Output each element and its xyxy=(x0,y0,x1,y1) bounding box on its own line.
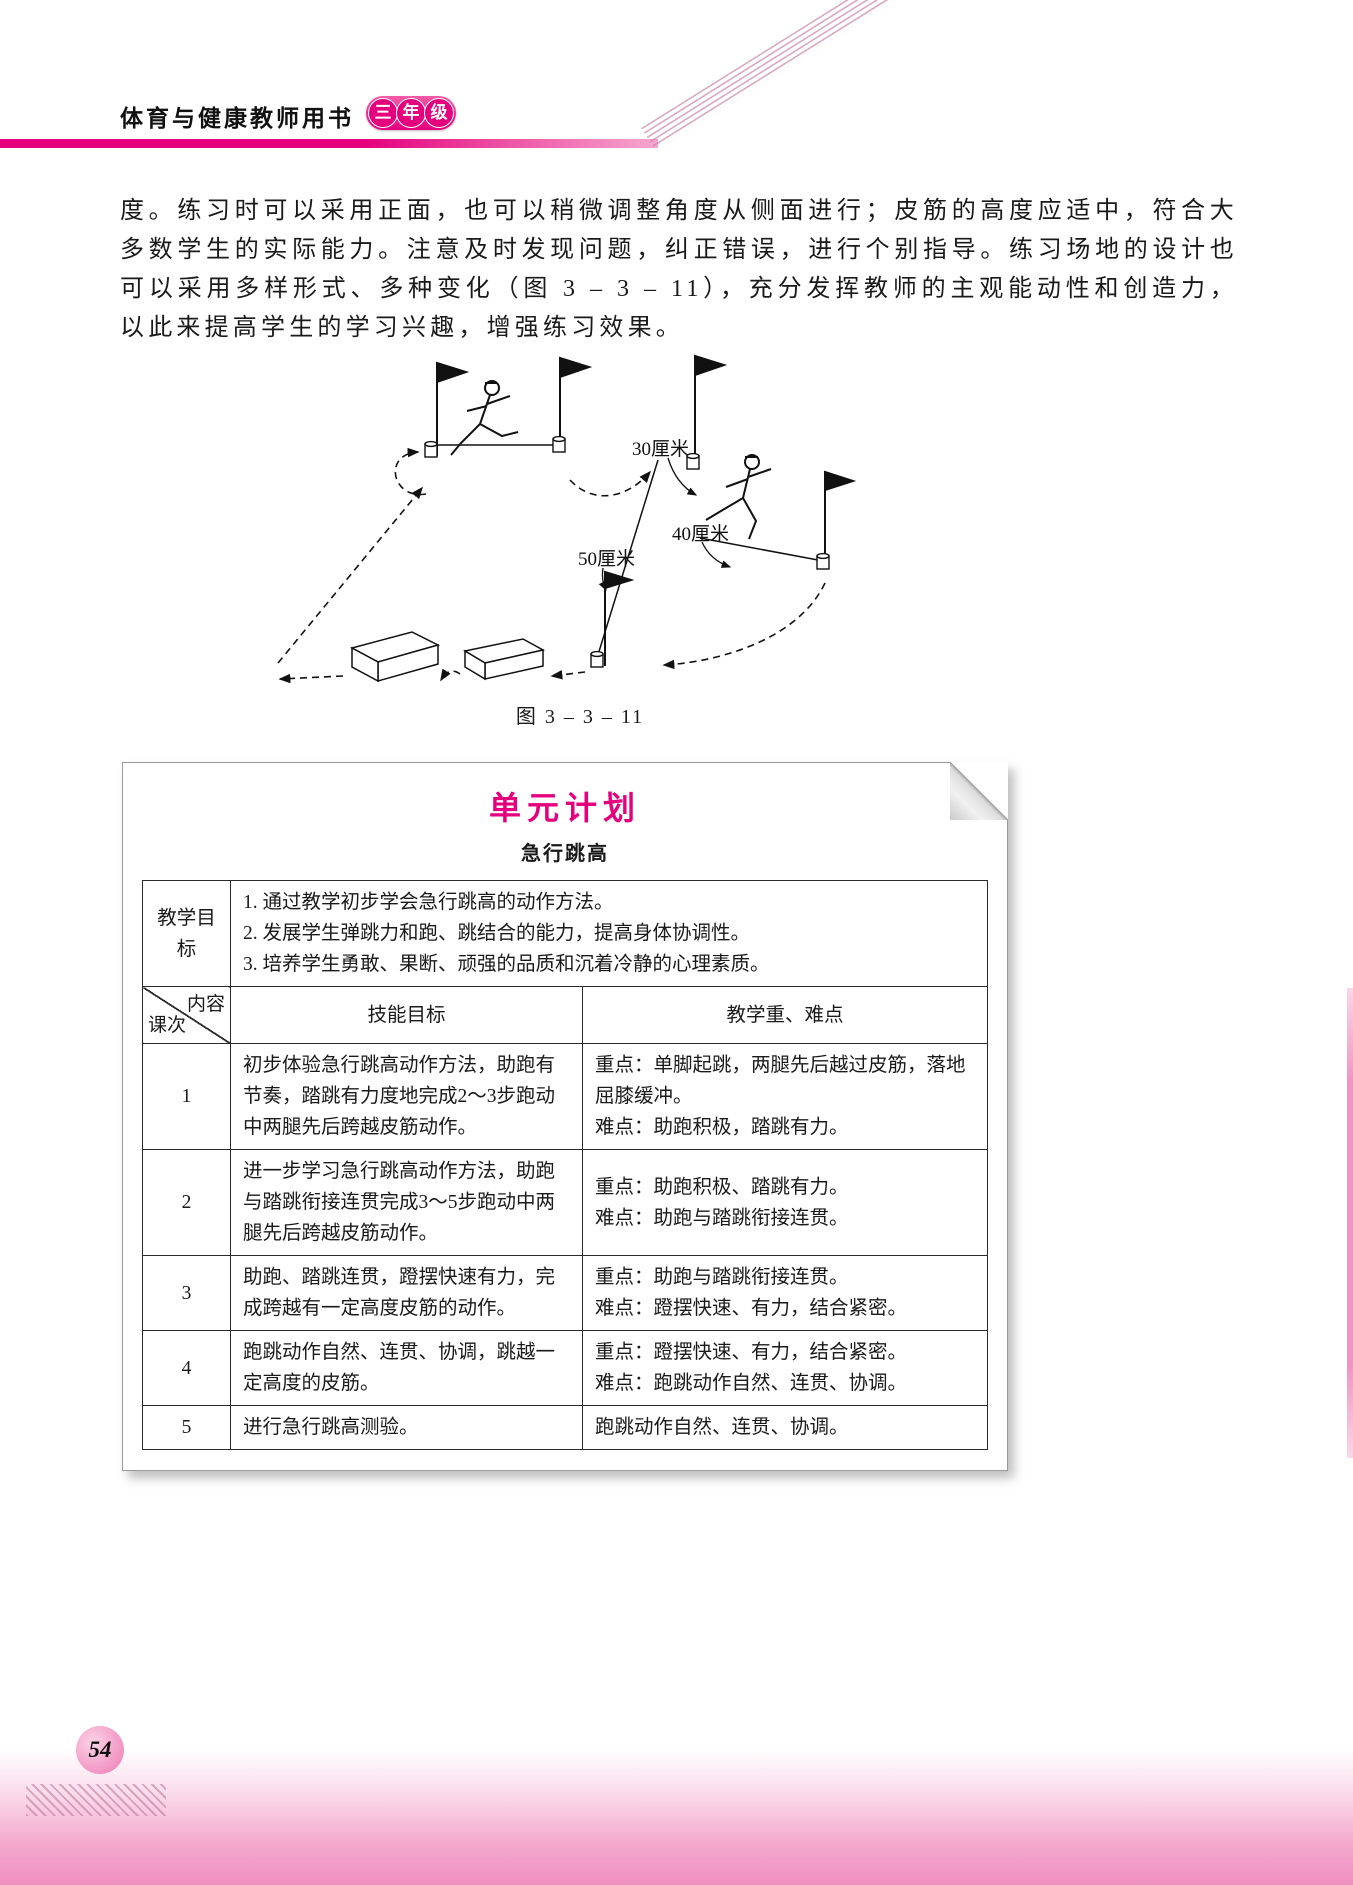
page-number: 54 xyxy=(88,1737,112,1762)
grade-badge: 三 年 级 xyxy=(366,96,456,130)
unit-plan-card: 单元计划 急行跳高 教学目标 1. 通过教学初步学会急行跳高的动作方法。 2. … xyxy=(122,762,1008,1471)
lesson-number-cell: 3 xyxy=(142,1255,231,1331)
lesson-number-cell: 1 xyxy=(142,1043,231,1150)
lesson-number-cell: 5 xyxy=(142,1405,231,1450)
table-row: 4 跑跳动作自然、连贯、协调，跳越一定高度的皮筋。 重点：蹬摆快速、有力，结合紧… xyxy=(142,1330,988,1406)
height-label-50cm: 50厘米 xyxy=(578,548,635,570)
lesson-number-cell: 2 xyxy=(142,1149,231,1256)
unit-plan-title: 单元计划 xyxy=(488,790,641,826)
folded-corner xyxy=(950,762,1008,820)
figure-caption: 图 3 – 3 – 11 xyxy=(515,706,645,728)
table-row: 1 初步体验急行跳高动作方法，助跑有节奏，踏跳有力度地完成2～3步跑动中两腿先后… xyxy=(142,1043,988,1150)
page-edge-strip xyxy=(1347,988,1353,1458)
book-title: 体育与健康教师用书 xyxy=(120,105,354,131)
grade-badge-char: 年 xyxy=(396,98,426,128)
points-cell: 重点：助跑积极、踏跳有力。 难点：助跑与踏跳衔接连贯。 xyxy=(582,1149,988,1256)
height-label-40cm: 40厘米 xyxy=(672,523,729,545)
landing-mat xyxy=(462,638,546,681)
grade-badge-char: 三 xyxy=(368,98,398,128)
label-pointer-arrows xyxy=(598,457,732,592)
can-icon xyxy=(424,435,830,668)
table-row: 3 助跑、踏跳连贯，蹬摆快速有力，完成跨越有一定高度皮筋的动作。 重点：助跑与踏… xyxy=(142,1255,988,1331)
lesson-number-cell: 4 xyxy=(142,1330,231,1406)
corner-label-content: 内容 xyxy=(186,994,225,1015)
goal-line: 3. 培养学生勇敢、果断、顽强的品质和沉着冷静的心理素质。 xyxy=(243,954,770,975)
points-cell: 重点：蹬摆快速、有力，结合紧密。 难点：跑跳动作自然、连贯、协调。 xyxy=(582,1330,988,1406)
practice-field-figure: 30厘米 40厘米 50厘米 xyxy=(277,354,857,684)
skill-cell: 初步体验急行跳高动作方法，助跑有节奏，踏跳有力度地完成2～3步跑动中两腿先后跨越… xyxy=(230,1043,583,1150)
footer-gradient-band xyxy=(0,1748,1353,1885)
jumper-figure xyxy=(705,454,772,540)
skill-cell: 跑跳动作自然、连贯、协调，跳越一定高度的皮筋。 xyxy=(230,1330,583,1406)
route-path-arrows xyxy=(277,447,826,684)
grade-badge-char: 级 xyxy=(424,98,454,128)
skill-cell: 进一步学习急行跳高动作方法，助跑与踏跳衔接连贯完成3～5步跑动中两腿先后跨越皮筋… xyxy=(230,1149,583,1256)
table-row: 5 进行急行跳高测验。 跑跳动作自然、连贯、协调。 xyxy=(142,1405,988,1450)
corner-label-lesson: 课次 xyxy=(148,1015,187,1036)
goals-row: 教学目标 1. 通过教学初步学会急行跳高的动作方法。 2. 发展学生弹跳力和跑、… xyxy=(142,880,988,987)
flag-icon xyxy=(436,354,857,666)
page-number-badge: 54 xyxy=(76,1726,124,1774)
intro-paragraph: 度。练习时可以采用正面，也可以稍微调整角度从侧面进行；皮筋的高度应适中，符合大多… xyxy=(120,198,1238,341)
table-row: 2 进一步学习急行跳高动作方法，助跑与踏跳衔接连贯完成3～5步跑动中两腿先后跨越… xyxy=(142,1149,988,1256)
table-header-row: 内容 课次 技能目标 教学重、难点 xyxy=(142,986,988,1044)
unit-plan-table: 教学目标 1. 通过教学初步学会急行跳高的动作方法。 2. 发展学生弹跳力和跑、… xyxy=(142,880,988,1450)
unit-plan-subtitle: 急行跳高 xyxy=(521,843,609,865)
rope-lines xyxy=(437,444,819,659)
skill-header-cell: 技能目标 xyxy=(230,986,583,1044)
skill-cell: 进行急行跳高测验。 xyxy=(230,1405,583,1450)
points-cell: 重点：助跑与踏跳衔接连贯。 难点：蹬摆快速、有力，结合紧密。 xyxy=(582,1255,988,1331)
corner-header-cell: 内容 课次 xyxy=(142,986,231,1044)
points-cell: 重点：单脚起跳，两腿先后越过皮筋，落地屈膝缓冲。 难点：助跑积极，踏跳有力。 xyxy=(582,1043,988,1150)
goal-line: 2. 发展学生弹跳力和跑、跳结合的能力，提高身体协调性。 xyxy=(243,923,751,944)
diagonal-hatch-decoration xyxy=(641,0,898,150)
goals-cell: 1. 通过教学初步学会急行跳高的动作方法。 2. 发展学生弹跳力和跑、跳结合的能… xyxy=(230,880,988,987)
height-label-30cm: 30厘米 xyxy=(632,438,689,460)
footer-hatch-decoration xyxy=(26,1784,166,1816)
goal-line: 1. 通过教学初步学会急行跳高的动作方法。 xyxy=(243,892,614,913)
landing-mat xyxy=(349,631,441,683)
goal-label-cell: 教学目标 xyxy=(142,880,231,987)
runner-figure xyxy=(450,380,519,456)
skill-cell: 助跑、踏跳连贯，蹬摆快速有力，完成跨越有一定高度皮筋的动作。 xyxy=(230,1255,583,1331)
header-rule xyxy=(0,139,658,148)
points-header-cell: 教学重、难点 xyxy=(582,986,988,1044)
points-cell: 跑跳动作自然、连贯、协调。 xyxy=(582,1405,988,1450)
